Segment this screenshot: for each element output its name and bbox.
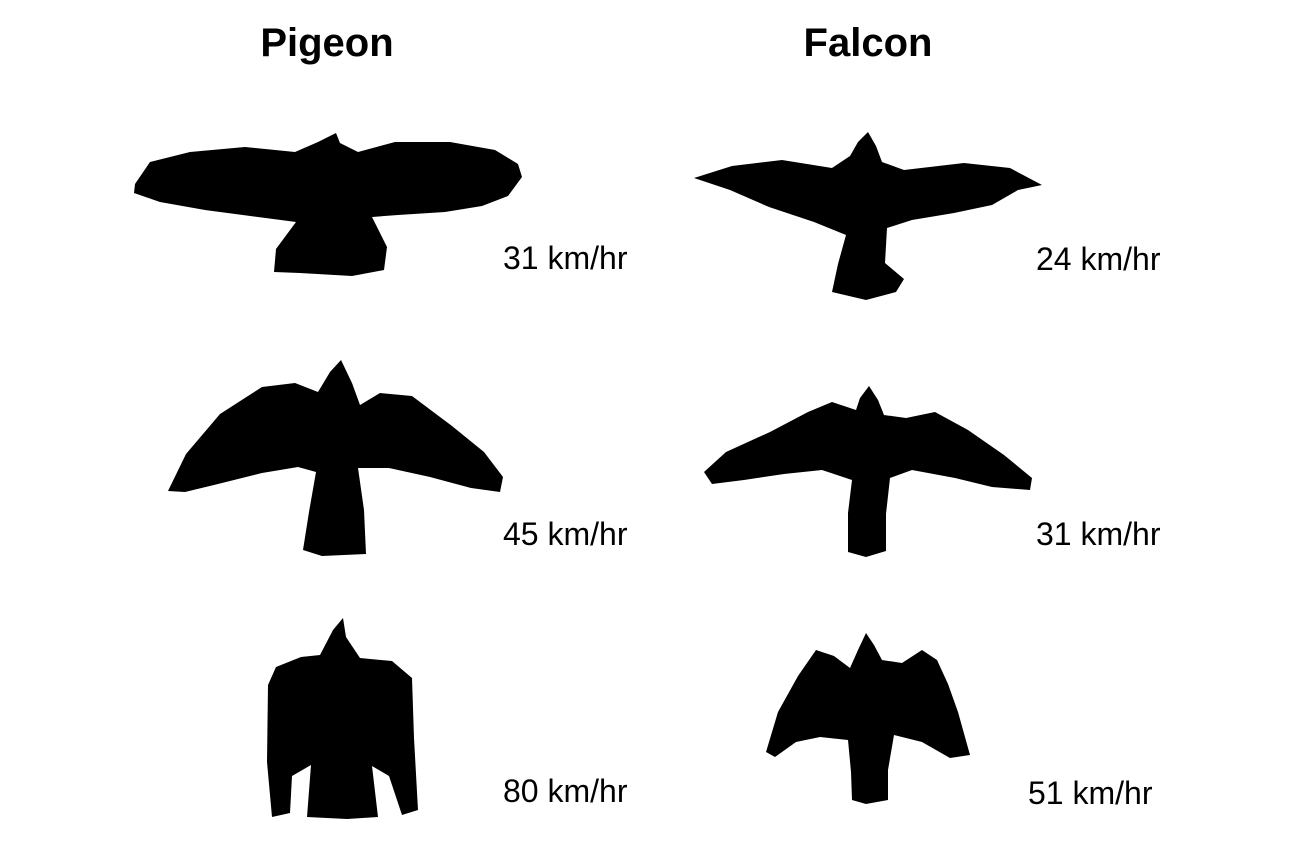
speed-label-pigeon-half: 45 km/hr [503, 516, 628, 552]
column-title-pigeon: Pigeon [260, 21, 394, 65]
falcon-silhouette-extended [694, 132, 1042, 300]
speed-label-pigeon-extended: 31 km/hr [503, 240, 628, 276]
pigeon-silhouette-folded [267, 618, 418, 819]
falcon-silhouette-folded [766, 633, 970, 804]
falcon-silhouette-half [704, 386, 1032, 557]
speed-label-falcon-half: 31 km/hr [1036, 516, 1161, 552]
speed-label-pigeon-folded: 80 km/hr [503, 773, 628, 809]
column-title-falcon: Falcon [803, 21, 933, 65]
pigeon-silhouette-half [168, 360, 503, 556]
speed-label-falcon-folded: 51 km/hr [1028, 775, 1153, 811]
speed-label-falcon-extended: 24 km/hr [1036, 241, 1161, 277]
pigeon-silhouette-extended [134, 133, 522, 276]
